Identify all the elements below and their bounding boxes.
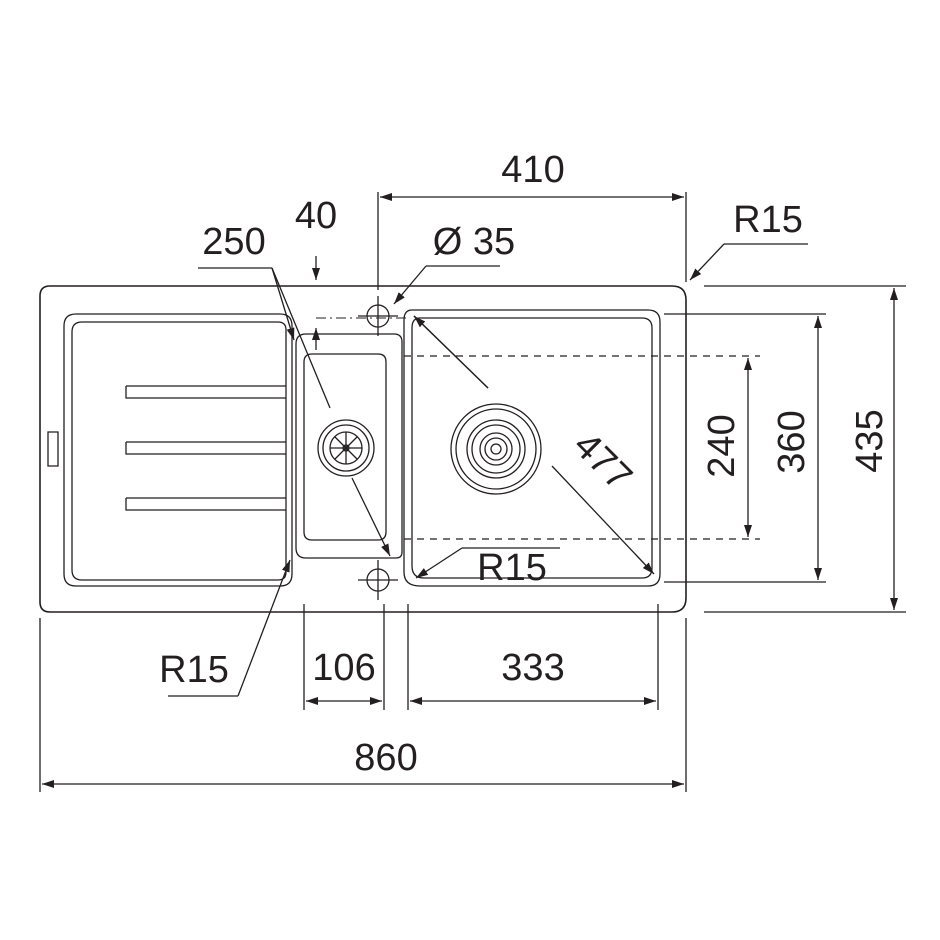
overflow-slot <box>47 431 59 467</box>
dim-250-label: 250 <box>202 221 265 263</box>
dim-r15-drainer-label: R15 <box>159 649 229 691</box>
main-bowl <box>403 309 661 587</box>
dim-410-label: 410 <box>501 149 564 191</box>
dim-tap-hole-label: Ø 35 <box>433 221 515 263</box>
main-bowl-waste-icon <box>450 403 542 495</box>
dim-477-label: 477 <box>565 424 640 499</box>
dim-360-label: 360 <box>771 410 813 473</box>
dimension-lines <box>42 193 898 788</box>
dim-435-label: 435 <box>849 409 891 472</box>
small-bowl-waste-icon <box>317 419 375 477</box>
guide-lines <box>316 317 760 540</box>
dim-860-label: 860 <box>354 737 417 779</box>
tap-hole-top <box>358 296 398 336</box>
drainer-board <box>47 313 293 587</box>
dim-333-label: 333 <box>501 647 564 689</box>
extension-lines <box>39 192 906 792</box>
dim-106-label: 106 <box>312 647 375 689</box>
drainer-ribs <box>125 385 286 511</box>
sink-outline <box>39 285 687 613</box>
small-bowl <box>295 333 403 559</box>
dim-r15-top-right-label: R15 <box>733 199 803 241</box>
tap-hole-bottom <box>358 560 398 600</box>
dim-240-label: 240 <box>701 414 743 477</box>
dim-40-label: 40 <box>295 195 337 237</box>
dim-r15-main-bowl-label: R15 <box>477 547 547 589</box>
